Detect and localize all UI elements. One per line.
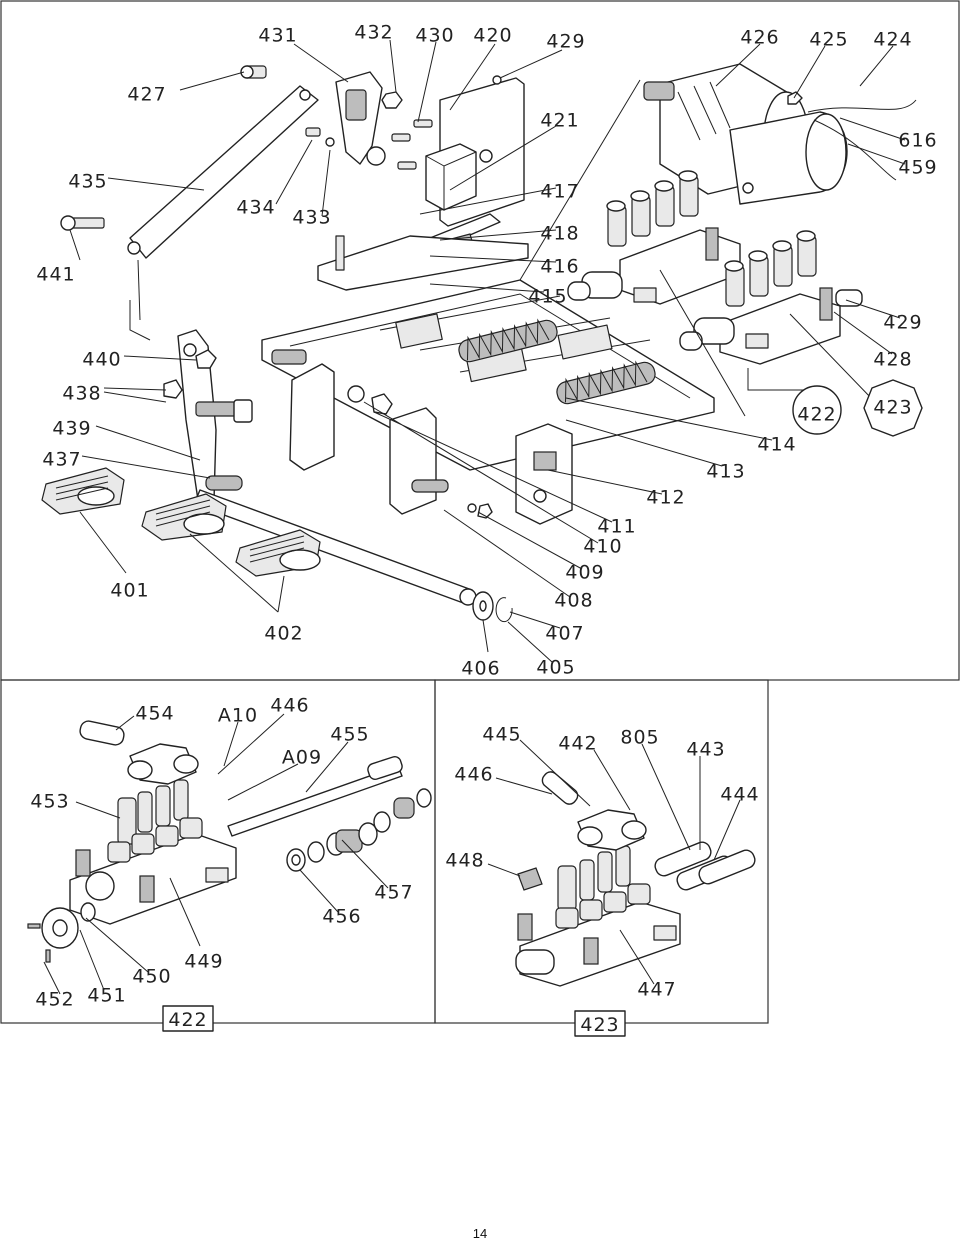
part-label-459: 459 <box>898 157 937 179</box>
detail-422-label-449: 449 <box>184 951 223 973</box>
detail-423-label-442: 442 <box>558 733 597 755</box>
callout-422: 422 <box>797 404 836 426</box>
part-label-414: 414 <box>757 434 796 456</box>
part-label-425: 425 <box>809 29 848 51</box>
detail-423-label-444: 444 <box>720 784 759 806</box>
part-label-431: 431 <box>258 25 297 47</box>
part-label-417: 417 <box>540 181 579 203</box>
part-label-415: 415 <box>528 286 567 308</box>
part-label-418: 418 <box>540 223 579 245</box>
detail-422-label-455: 455 <box>330 724 369 746</box>
detail-422-label-456: 456 <box>322 906 361 928</box>
part-label-440: 440 <box>82 349 121 371</box>
detail-422-label-446: 446 <box>270 695 309 717</box>
detail-423-label-447: 447 <box>637 979 676 1001</box>
callout-423: 423 <box>873 397 912 419</box>
page-number: 14 <box>472 1226 488 1241</box>
part-label-616: 616 <box>898 130 937 152</box>
detail-423-caption-box <box>574 1010 626 1037</box>
detail-423-label-448: 448 <box>445 850 484 872</box>
part-label-429: 429 <box>546 31 585 53</box>
part-label-401: 401 <box>110 580 149 602</box>
part-label-424: 424 <box>873 29 912 51</box>
part-label-435: 435 <box>68 171 107 193</box>
part-label-409: 409 <box>565 562 604 584</box>
detail-423-label-446: 446 <box>454 764 493 786</box>
detail-423-label-805: 805 <box>620 727 659 749</box>
part-label-420: 420 <box>473 25 512 47</box>
detail-422-caption: 422 <box>168 1009 207 1031</box>
detail-422-label-a10: A10 <box>218 705 258 727</box>
detail-422-artwork <box>27 713 432 1032</box>
part-label-405: 405 <box>536 657 575 679</box>
part-label-402: 402 <box>264 623 303 645</box>
part-label-407: 407 <box>545 623 584 645</box>
part-label-406: 406 <box>461 658 500 680</box>
part-label-430: 430 <box>415 25 454 47</box>
detail-422-caption-box <box>162 1005 214 1032</box>
part-label-441: 441 <box>36 264 75 286</box>
part-label-433: 433 <box>292 207 331 229</box>
detail-422-label-453: 453 <box>30 791 69 813</box>
detail-422-label-a09: A09 <box>282 747 322 769</box>
callout-circle-422 <box>792 385 842 435</box>
detail-423-label-445: 445 <box>482 724 521 746</box>
callout-circle-423 <box>863 379 923 437</box>
detail-422-label-452: 452 <box>35 989 74 1011</box>
detail-423-label-443: 443 <box>686 739 725 761</box>
part-label-411: 411 <box>597 516 636 538</box>
part-label-408: 408 <box>554 590 593 612</box>
part-label-426: 426 <box>740 27 779 49</box>
part-label-437: 437 <box>42 449 81 471</box>
detail-423-labels: 445 442 805 443 446 444 448 447 <box>445 724 759 1001</box>
part-label-432: 432 <box>354 22 393 44</box>
detail-422-label-454: 454 <box>135 703 174 725</box>
part-label-428: 428 <box>873 349 912 371</box>
part-label-416: 416 <box>540 256 579 278</box>
detail-423-artwork <box>487 739 756 1037</box>
part-label-434: 434 <box>236 197 275 219</box>
part-label-438: 438 <box>62 383 101 405</box>
detail-422-label-451: 451 <box>87 985 126 1007</box>
part-label-421: 421 <box>540 110 579 132</box>
detail-422-label-450: 450 <box>132 966 171 988</box>
part-label-439: 439 <box>52 418 91 440</box>
part-label-429: 429 <box>883 312 922 334</box>
part-label-413: 413 <box>706 461 745 483</box>
part-label-427: 427 <box>127 84 166 106</box>
part-label-412: 412 <box>646 487 685 509</box>
main-diagram-labels: 431 432 430 420 429 426 425 424 427 421 616 459 435 4… <box>36 22 937 680</box>
detail-422-label-457: 457 <box>374 882 413 904</box>
part-label-410: 410 <box>583 536 622 558</box>
detail-423-caption: 423 <box>580 1014 619 1036</box>
main-diagram-artwork <box>41 39 923 663</box>
